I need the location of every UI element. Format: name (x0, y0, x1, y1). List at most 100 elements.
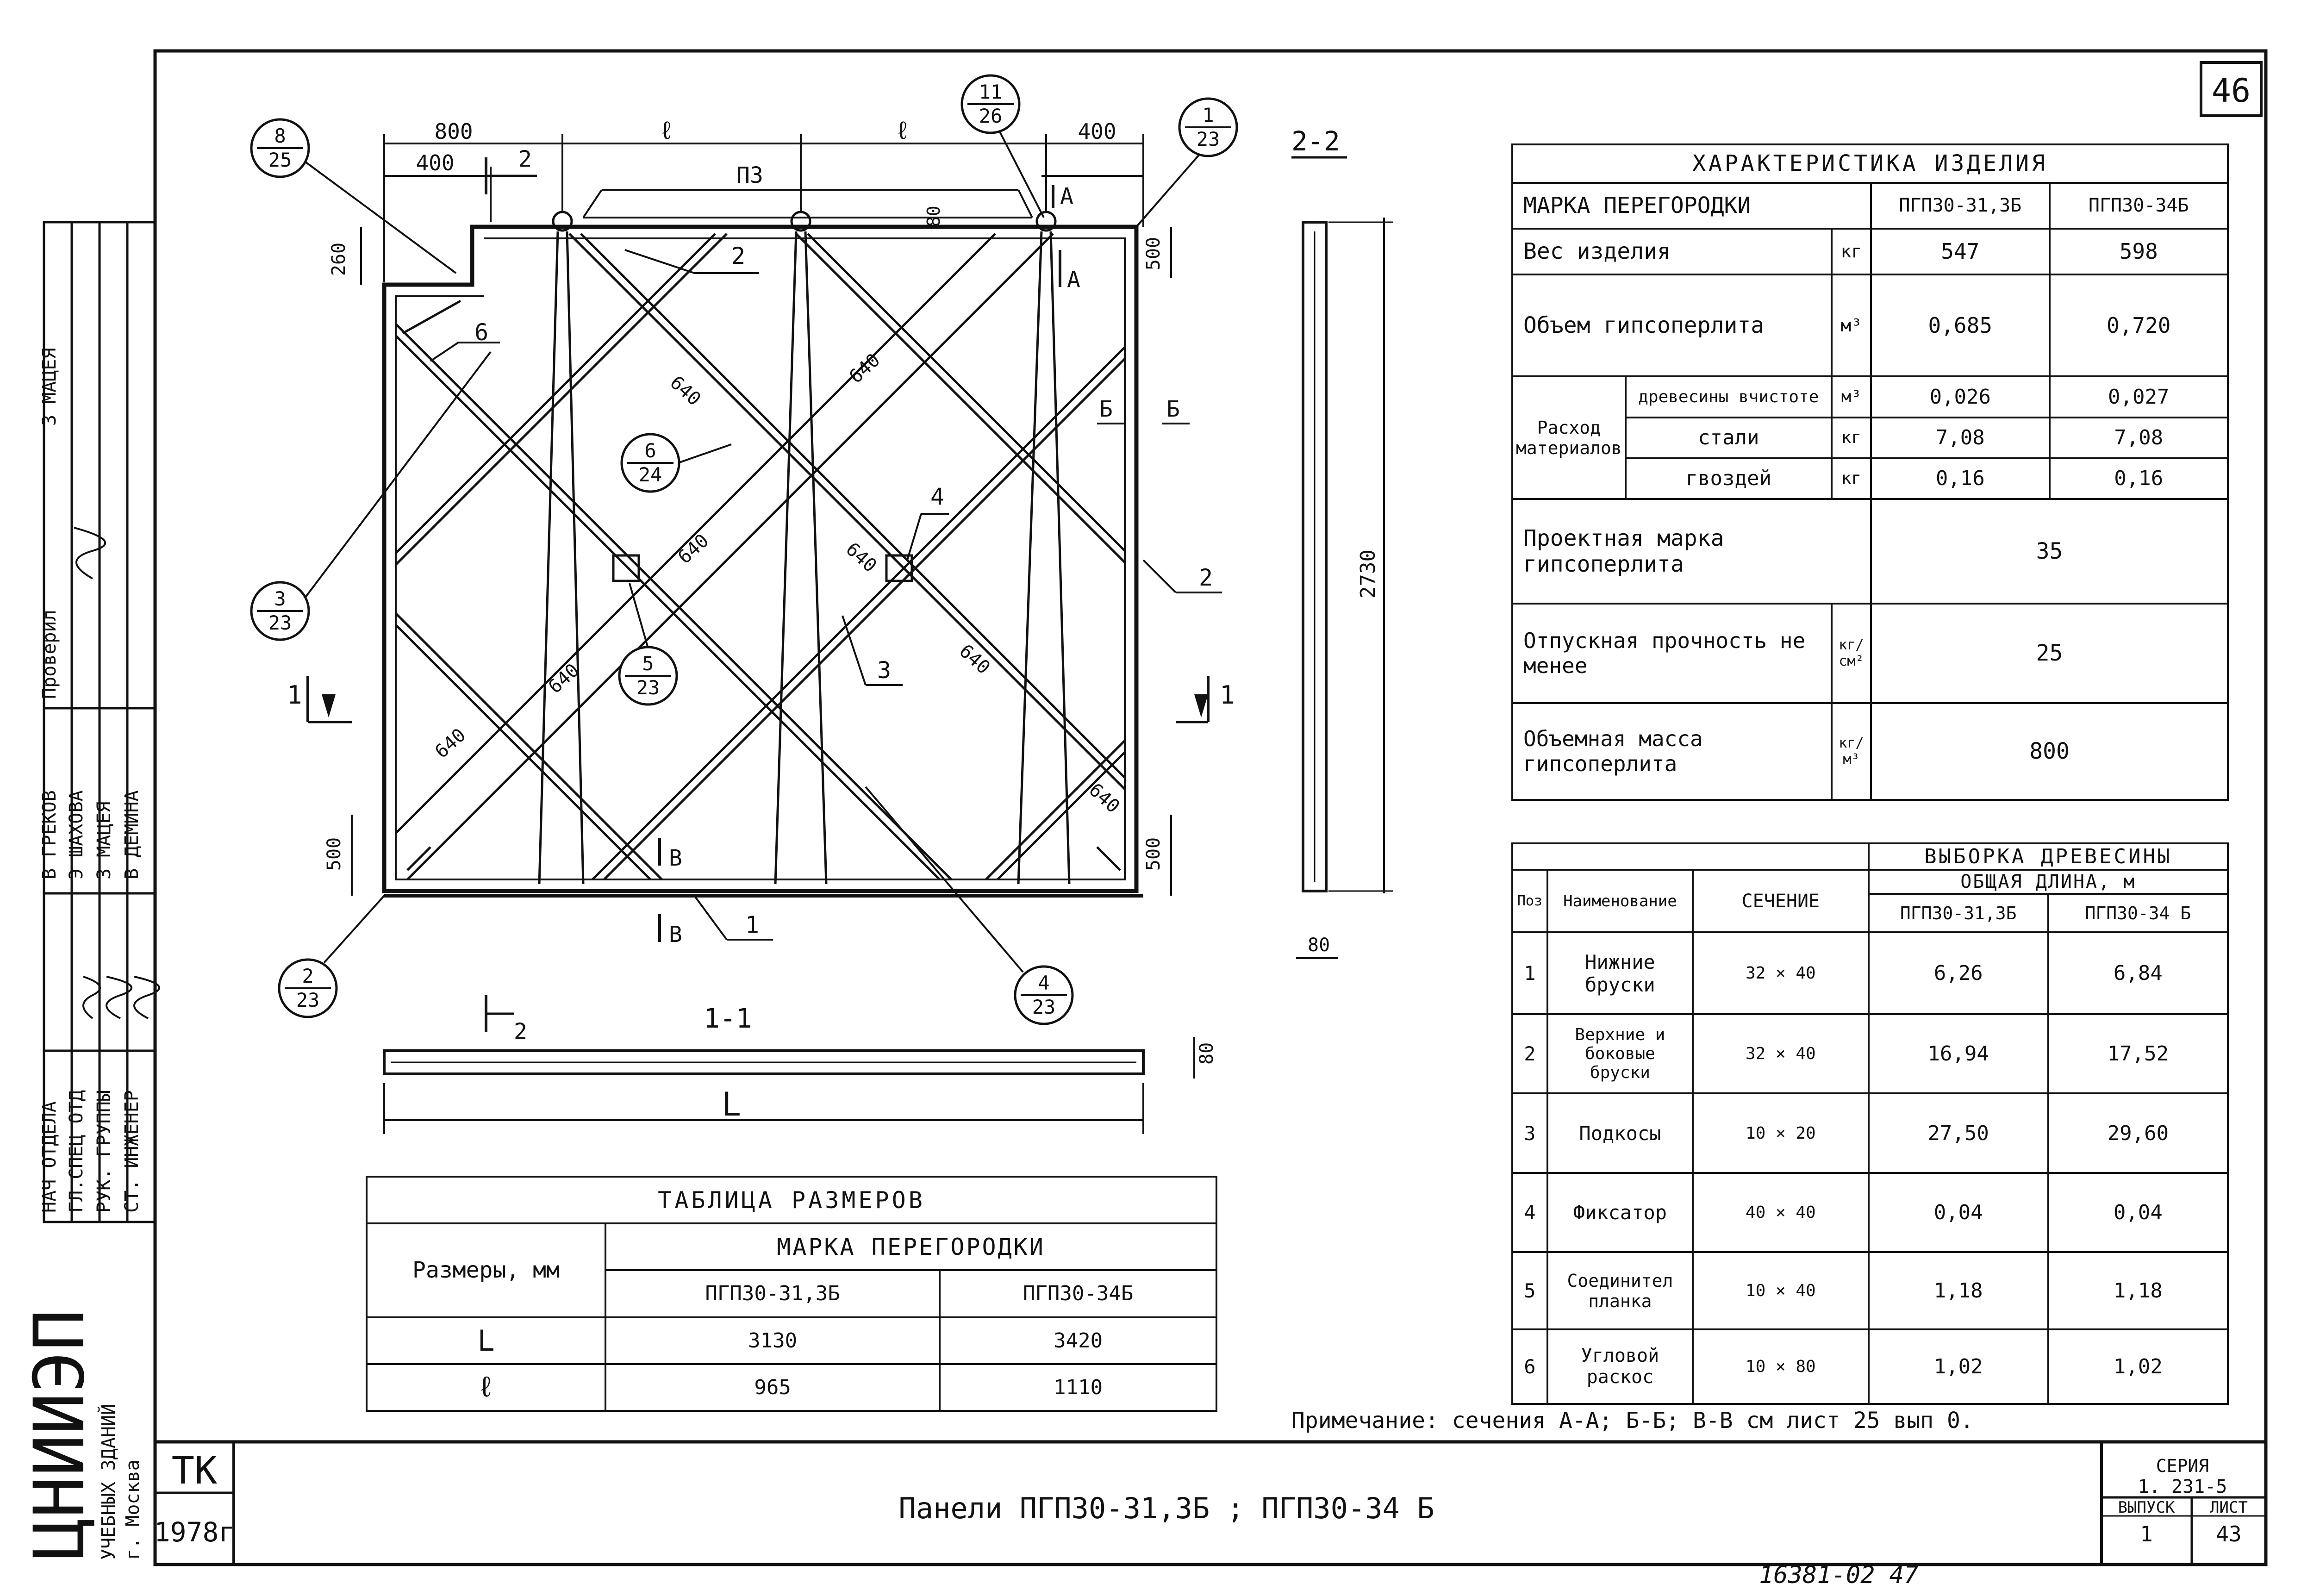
sizes-cell: 3130 (604, 1316, 941, 1365)
wood-v1: 16,94 (1867, 1013, 2049, 1095)
wood-name: Подкосы (1546, 1092, 1694, 1174)
stamp-role-1: НАЧ ОТДЕЛА (39, 1101, 60, 1213)
wood-section: 10 × 20 (1692, 1092, 1870, 1174)
year-label: 1978г (154, 1516, 235, 1548)
wood-v1: 1,18 (1867, 1251, 2049, 1330)
signature-1 (82, 976, 101, 1019)
panel-elevation: 800 ℓ ℓ 400 400 П3 80 260 500 500 500 64… (250, 74, 1238, 1025)
dim-260: 260 (328, 243, 349, 276)
callout-7-bot: 23 (296, 989, 320, 1011)
sizes-table: ТАБЛИЦА РАЗМЕРОВ Размеры, мм МАРКА ПЕРЕГ… (366, 1175, 1217, 1412)
pos-1: 1 (745, 911, 759, 938)
wood-name: Соединител планка (1546, 1251, 1694, 1330)
callout-3-bot: 23 (1197, 128, 1220, 150)
signature-3 (133, 976, 160, 1019)
signature-4 (74, 527, 106, 580)
note-text: Примечание: сечения А-А; Б-Б; В-В см лис… (1291, 1408, 1974, 1434)
char-volume-label: Объем гипсоперлита (1511, 273, 1833, 378)
issue-value: 1 (2140, 1521, 2153, 1546)
char-cons-label: стали (1624, 416, 1833, 459)
section-1-1: 1-1 2 L 80 (383, 995, 1217, 1134)
wood-name: Угловой раскос (1546, 1328, 1694, 1405)
callout-7-top: 2 (302, 965, 313, 987)
mark-1-left: 1 (287, 680, 302, 710)
pos-2-top: 2 (731, 243, 745, 269)
sheet-value: 43 (2216, 1521, 2241, 1546)
char-density-label: Объемная масса гипсоперлита (1511, 702, 1833, 801)
callout-5-bot: 23 (268, 611, 292, 634)
mark-v-upper: В (669, 845, 682, 871)
char-cons-v1: 0,026 (1870, 375, 2051, 418)
stamp-checked-role: Проверил (39, 610, 60, 699)
wood-v2: 1,02 (2047, 1328, 2229, 1405)
callout-2-top: 11 (979, 81, 1003, 103)
tk-label: ТК (172, 1449, 218, 1493)
char-strength-unit: кг/см² (1830, 602, 1872, 704)
sheet-corner-number: 46 (2212, 72, 2251, 110)
char-strength-value: 25 (1870, 602, 2229, 704)
char-cons-label: гвоздей (1624, 457, 1833, 500)
char-brand-label: МАРКА ПЕРЕГОРОДКИ (1511, 181, 1872, 230)
sizes-row-label: ℓ (366, 1363, 606, 1412)
dim-640-b: 640 (845, 349, 884, 388)
char-design-mark-value: 35 (1870, 498, 2229, 605)
sizes-cell: 965 (604, 1363, 941, 1412)
callout-3-top: 1 (1202, 104, 1214, 126)
char-weight-label: Вес изделия (1511, 227, 1833, 275)
sizes-group-header: МАРКА ПЕРЕГОРОДКИ (605, 1222, 1217, 1272)
org-sub-2: г. Москва (122, 1459, 143, 1560)
wood-name: Фиксатор (1546, 1172, 1694, 1253)
wood-v1: 1,02 (1867, 1328, 2049, 1405)
char-cons-unit: кг (1830, 416, 1872, 459)
char-cons-label: древесины вчистоте (1624, 375, 1833, 418)
bottom-handwritten-note: 16381-02 47 (1759, 1561, 1918, 1589)
dim-L: L (722, 1085, 741, 1123)
characteristics-table: ХАРАКТЕРИСТИКА ИЗДЕЛИЯ МАРКА ПЕРЕГОРОДКИ… (1511, 143, 2229, 801)
org-sub-1: УЧЕБНЫХ ЗДАНИЙ (97, 1404, 119, 1560)
char-volume-v1: 0,685 (1870, 273, 2051, 378)
char-cons-v2: 0,027 (2048, 375, 2229, 418)
stamp-checked-name: З МАЦЕЯ (39, 348, 60, 426)
char-weight-v1: 547 (1870, 227, 2051, 275)
wood-v1: 6,26 (1867, 931, 2049, 1015)
corner-box (2200, 61, 2263, 117)
callout-1-bot: 25 (268, 149, 292, 171)
dim-top-l1: ℓ (659, 116, 674, 145)
wood-brand-2: ПГП30-34 Б (2047, 893, 2229, 934)
mark-a-lower: А (1067, 267, 1080, 293)
org-logo: ЦНИИЭП (19, 1309, 100, 1560)
mark-b-right: Б (1166, 396, 1180, 422)
sizes-row-label: L (366, 1316, 606, 1365)
wood-v2: 17,52 (2047, 1013, 2229, 1095)
section-11-label: 1-1 (704, 1003, 752, 1034)
callout-6-top: 5 (642, 652, 654, 675)
stamp-frame (43, 221, 156, 1223)
char-cons-v1: 0,16 (1870, 457, 2051, 500)
dim-pz: П3 (736, 162, 763, 188)
char-brand-2: ПГП30-34Б (2048, 181, 2229, 230)
char-density-value: 800 (1870, 702, 2229, 801)
stamp-role-3: РУК. ГРУППЫ (94, 1090, 115, 1213)
dim-500-bottom-left: 500 (324, 837, 345, 871)
stamp-name-3: З МАЦЕЯ (94, 801, 115, 879)
signature-2 (106, 976, 132, 1019)
dim-2730: 2730 (1356, 549, 1380, 598)
callout-4-top: 6 (644, 439, 656, 462)
series-value: 1. 231-5 (2138, 1476, 2227, 1497)
wood-section: 40 × 40 (1692, 1172, 1870, 1253)
mark-a-upper: А (1060, 183, 1073, 209)
char-volume-unit: м³ (1830, 273, 1872, 378)
sizes-cell: 1110 (939, 1363, 1217, 1412)
char-density-unit: кг/м³ (1830, 702, 1872, 801)
callout-5-top: 3 (274, 587, 286, 610)
dim-top-400-right: 400 (1078, 119, 1116, 144)
wood-v1: 0,04 (1867, 1172, 2049, 1253)
char-design-mark-label: Проектная марка гипсоперлита (1511, 498, 1872, 605)
wood-pos: 1 (1511, 931, 1548, 1015)
callout-6-bot: 23 (636, 676, 660, 699)
char-weight-unit: кг (1830, 227, 1872, 275)
wood-col-name: Наименование (1546, 869, 1694, 934)
wood-name: Нижние бруски (1546, 931, 1694, 1015)
char-strength-label: Отпускная прочность не менее (1511, 602, 1833, 704)
sizes-brand-2: ПГП30-34Б (939, 1269, 1217, 1318)
